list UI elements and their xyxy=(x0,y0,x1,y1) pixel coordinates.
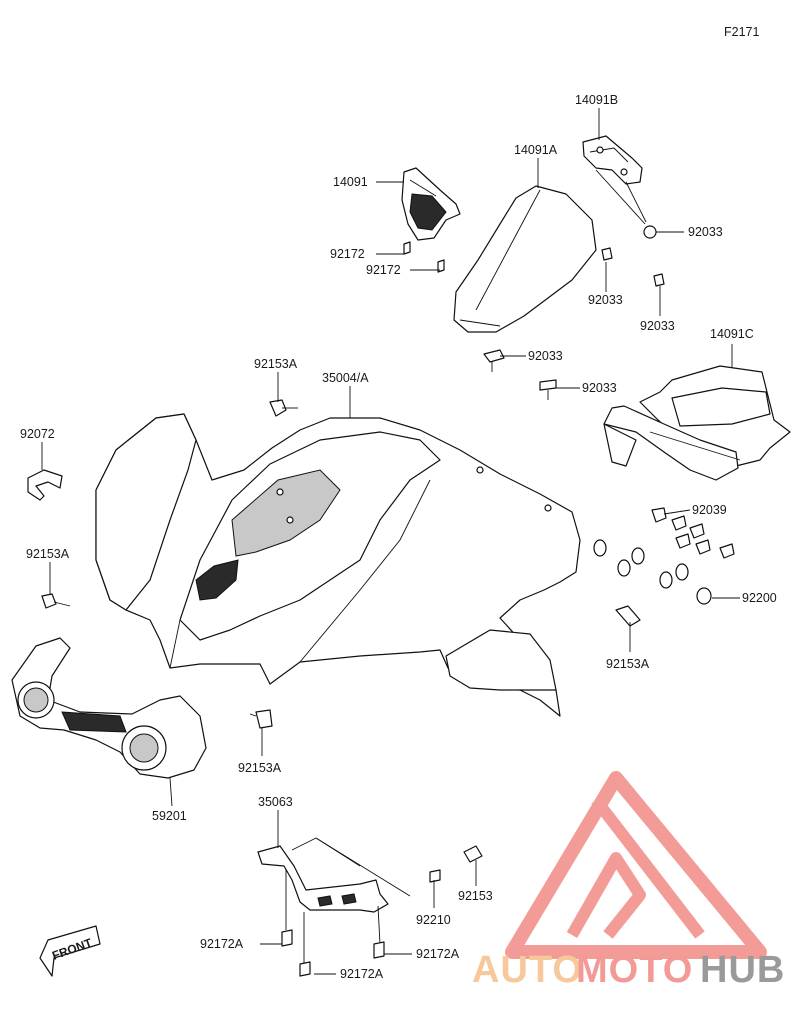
diagram-code: F2171 xyxy=(724,25,759,39)
label-92153A-b: 92153A xyxy=(26,547,70,561)
leaders xyxy=(41,108,740,975)
label-92172A-c: 92172A xyxy=(416,947,460,961)
label-92210: 92210 xyxy=(416,913,451,927)
label-92200: 92200 xyxy=(742,591,777,605)
bracket-35063 xyxy=(257,837,411,966)
cover-14091C xyxy=(603,365,791,481)
watermark-hub: HUB xyxy=(700,949,785,991)
watermark-auto: AUTO xyxy=(472,949,583,991)
label-14091B: 14091B xyxy=(575,93,618,107)
watermark-moto: MOTO xyxy=(576,949,693,991)
headlight-59201 xyxy=(11,637,207,779)
label-92039: 92039 xyxy=(692,503,727,517)
bracket-14091B xyxy=(582,135,647,225)
label-92172A-b: 92172A xyxy=(340,967,384,981)
label-14091: 14091 xyxy=(333,175,368,189)
label-92153A-a: 92153A xyxy=(254,357,298,371)
clip-92072 xyxy=(27,469,63,501)
label-92172A-a: 92172A xyxy=(200,937,244,951)
cover-14091 xyxy=(401,167,461,241)
label-92153: 92153 xyxy=(458,889,493,903)
label-92033-a: 92033 xyxy=(688,225,723,239)
washers xyxy=(593,507,735,605)
label-35004: 35004/A xyxy=(322,371,369,385)
label-92033-c: 92033 xyxy=(640,319,675,333)
label-92033-e: 92033 xyxy=(582,381,617,395)
front-fender-35004 xyxy=(95,413,581,717)
watermark-logo xyxy=(505,771,767,959)
label-14091A: 14091A xyxy=(514,143,558,157)
label-92172-a: 92172 xyxy=(330,247,365,261)
label-92153A-c: 92153A xyxy=(606,657,650,671)
label-92033-d: 92033 xyxy=(528,349,563,363)
front-arrow xyxy=(39,925,101,977)
fasteners xyxy=(41,225,665,977)
cover-14091A xyxy=(453,185,597,333)
label-92172-b: 92172 xyxy=(366,263,401,277)
label-59201: 59201 xyxy=(152,809,187,823)
label-92072: 92072 xyxy=(20,427,55,441)
watermark-text: AUTO MOTO HUB xyxy=(472,949,785,991)
label-92153A-d: 92153A xyxy=(238,761,282,775)
label-92033-b: 92033 xyxy=(588,293,623,307)
label-14091C: 14091C xyxy=(710,327,754,341)
label-35063: 35063 xyxy=(258,795,293,809)
